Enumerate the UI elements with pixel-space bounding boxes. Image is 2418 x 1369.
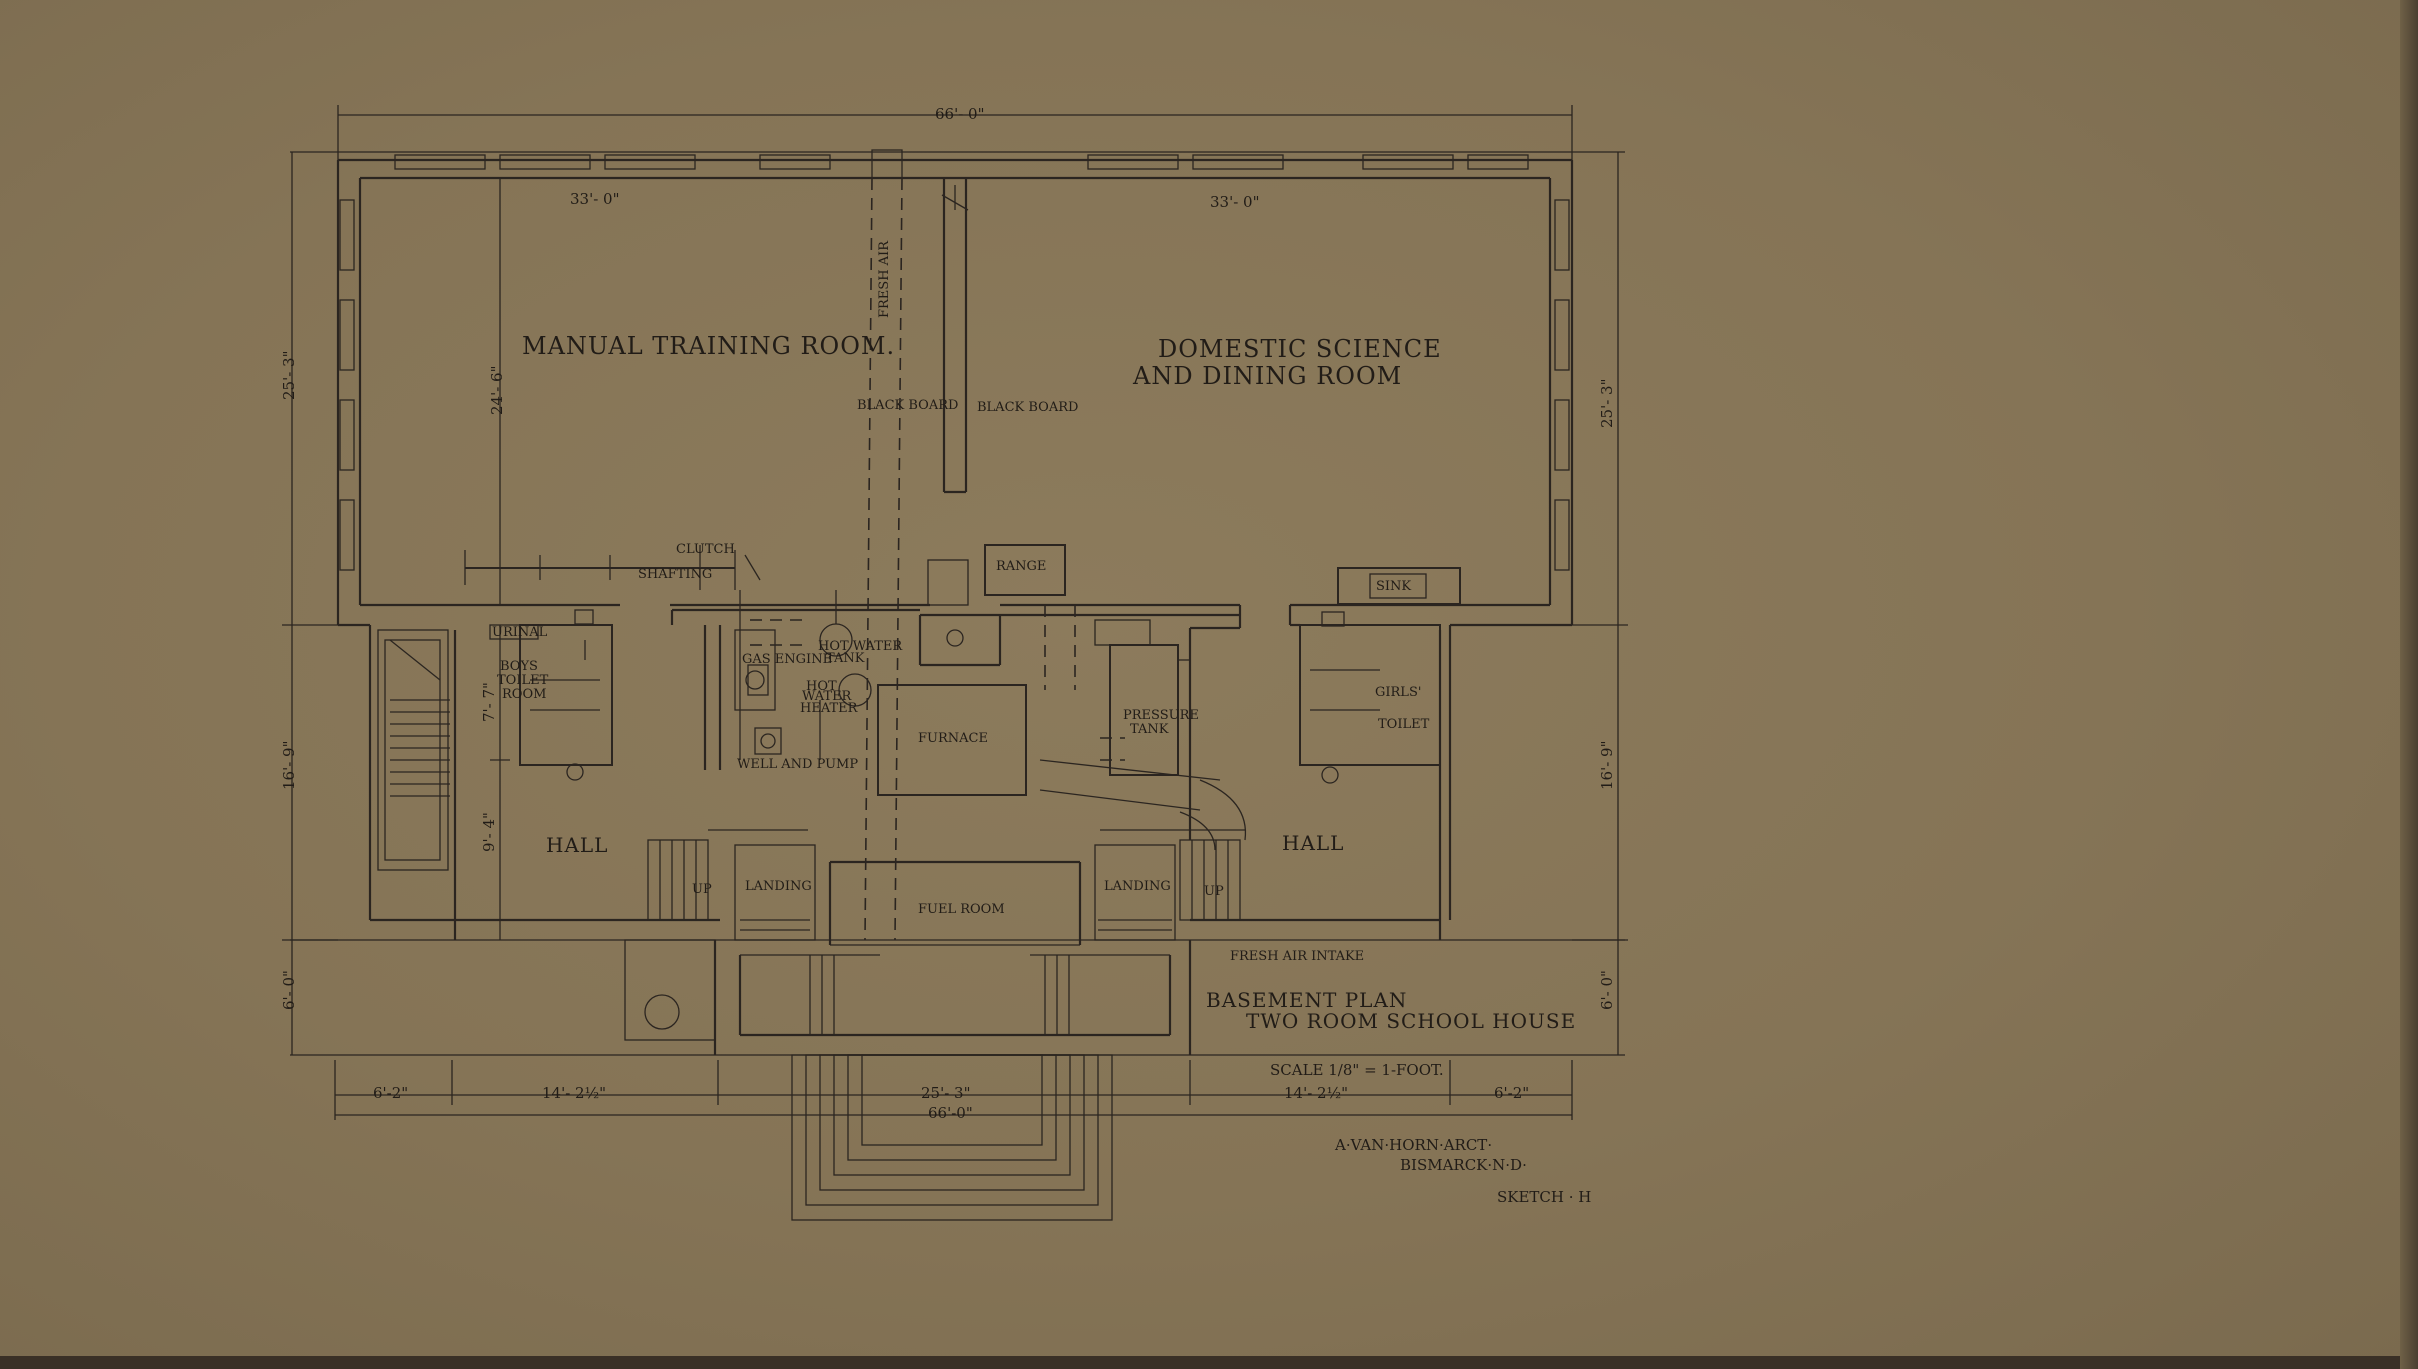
left-dimensions xyxy=(282,152,510,1055)
sheet-bottom-edge xyxy=(0,1356,2418,1369)
well-and-pump-label: WELL AND PUMP xyxy=(737,757,858,772)
center-partition xyxy=(941,178,969,494)
dim-overall-width-bottom: 66'-0" xyxy=(928,1104,973,1122)
hot-water-heater-label-3: HEATER xyxy=(800,701,859,716)
dim-left-inner-height: 24'- 6" xyxy=(488,366,506,416)
girls-toilet-label-1: GIRLS' xyxy=(1375,685,1421,700)
hot-water-tank-label-2: TANK xyxy=(826,651,865,666)
sheet-right-edge xyxy=(2400,0,2418,1369)
sink-label: SINK xyxy=(1376,579,1411,594)
right-dimensions xyxy=(1572,152,1628,1055)
pressure-tank xyxy=(1109,644,1190,776)
fresh-air-intake-label: FRESH AIR INTAKE xyxy=(1230,949,1364,964)
domestic-science-label: DOMESTIC SCIENCE xyxy=(1158,335,1442,363)
pressure-tank-label-2: TANK xyxy=(1130,722,1169,737)
shafting-label: SHAFTING xyxy=(638,567,712,582)
mechanical-area xyxy=(670,590,920,770)
dim-hall-height: 9'- 4" xyxy=(480,812,498,852)
pressure-tank-label-1: PRESSURE xyxy=(1123,708,1199,723)
landing-right-label: LANDING xyxy=(1104,879,1171,894)
girls-toilet-label-2: TOILET xyxy=(1378,717,1430,732)
fuel-room-label: FUEL ROOM xyxy=(918,902,1005,917)
dim-bottom-4: 14'- 2½" xyxy=(1284,1084,1348,1102)
landing-left-label: LANDING xyxy=(745,879,812,894)
dim-right-height-top: 25'- 3" xyxy=(1598,379,1616,429)
sketch-id: SKETCH · H xyxy=(1497,1188,1591,1206)
clutch-label: CLUTCH xyxy=(676,542,735,557)
boys-toilet-label-3: ROOM xyxy=(502,687,546,702)
plan-scale: SCALE 1/8" = 1-FOOT. xyxy=(1270,1061,1444,1079)
fuel-room xyxy=(828,860,1082,946)
girls-toilet-room xyxy=(1288,567,1461,784)
dim-overall-width-top: 66'- 0" xyxy=(935,105,985,123)
fresh-air-duct xyxy=(864,149,903,941)
boys-toilet-label-1: BOYS xyxy=(500,659,538,674)
dim-bottom-3: 25'- 3" xyxy=(921,1084,971,1102)
dim-left-bottom: 6'- 0" xyxy=(280,970,298,1010)
architect-name: A·VAN·HORN·ARCT· xyxy=(1334,1136,1492,1154)
urinal-label: URINAL xyxy=(492,625,548,640)
dim-left-mid: 16'- 9" xyxy=(280,741,298,791)
blackboard-left-label: BLACK BOARD xyxy=(857,398,958,413)
hot-water-tank-label-1: HOT WATER xyxy=(818,639,903,654)
right-landing-stair xyxy=(1094,829,1245,941)
hall-left-label: HALL xyxy=(546,833,608,857)
front-steps xyxy=(791,1054,1113,1221)
dim-bottom-5: 6'-2" xyxy=(1494,1084,1529,1102)
main-block-walls xyxy=(336,154,1574,627)
dim-bottom-1: 6'-2" xyxy=(373,1084,408,1102)
dim-right-bottom: 6'- 0" xyxy=(1598,970,1616,1010)
manual-training-room-label: MANUAL TRAINING ROOM. xyxy=(522,332,895,360)
areaway xyxy=(290,939,1625,1056)
dim-toilet-height: 7'- 7" xyxy=(480,682,498,722)
furnace-label: FURNACE xyxy=(918,731,988,746)
dim-room-width-right: 33'- 0" xyxy=(1210,193,1260,211)
dim-bottom-2: 14'- 2½" xyxy=(542,1084,606,1102)
left-stair xyxy=(377,629,450,871)
range-label: RANGE xyxy=(996,559,1046,574)
dim-left-height-top: 25'- 3" xyxy=(280,351,298,401)
dim-room-width-left: 33'- 0" xyxy=(570,190,620,208)
plan-subtitle: TWO ROOM SCHOOL HOUSE xyxy=(1246,1009,1576,1033)
fresh-air-label: FRESH AIR xyxy=(877,240,892,318)
dim-right-mid: 16'- 9" xyxy=(1598,741,1616,791)
up-right-label: UP xyxy=(1204,884,1224,899)
hot-water-heater-label-1: HOT xyxy=(806,679,837,694)
furnace xyxy=(877,684,1247,851)
boys-toilet-room xyxy=(489,609,613,781)
bottom-dimensions xyxy=(334,1060,1573,1120)
plan-title: BASEMENT PLAN xyxy=(1206,988,1407,1012)
boys-toilet-label-2: TOILET xyxy=(497,673,549,688)
hot-water-heater-label-2: WATER xyxy=(802,689,853,704)
dining-room-label: AND DINING ROOM xyxy=(1132,362,1402,390)
shafting xyxy=(464,545,761,590)
architect-location: BISMARCK·N·D· xyxy=(1400,1156,1527,1174)
up-left-label: UP xyxy=(692,882,712,897)
gas-engine-label: GAS ENGINE xyxy=(742,652,832,667)
hall-right-label: HALL xyxy=(1282,831,1344,855)
left-landing-stair xyxy=(647,829,816,941)
blackboard-right-label: BLACK BOARD xyxy=(977,400,1078,415)
